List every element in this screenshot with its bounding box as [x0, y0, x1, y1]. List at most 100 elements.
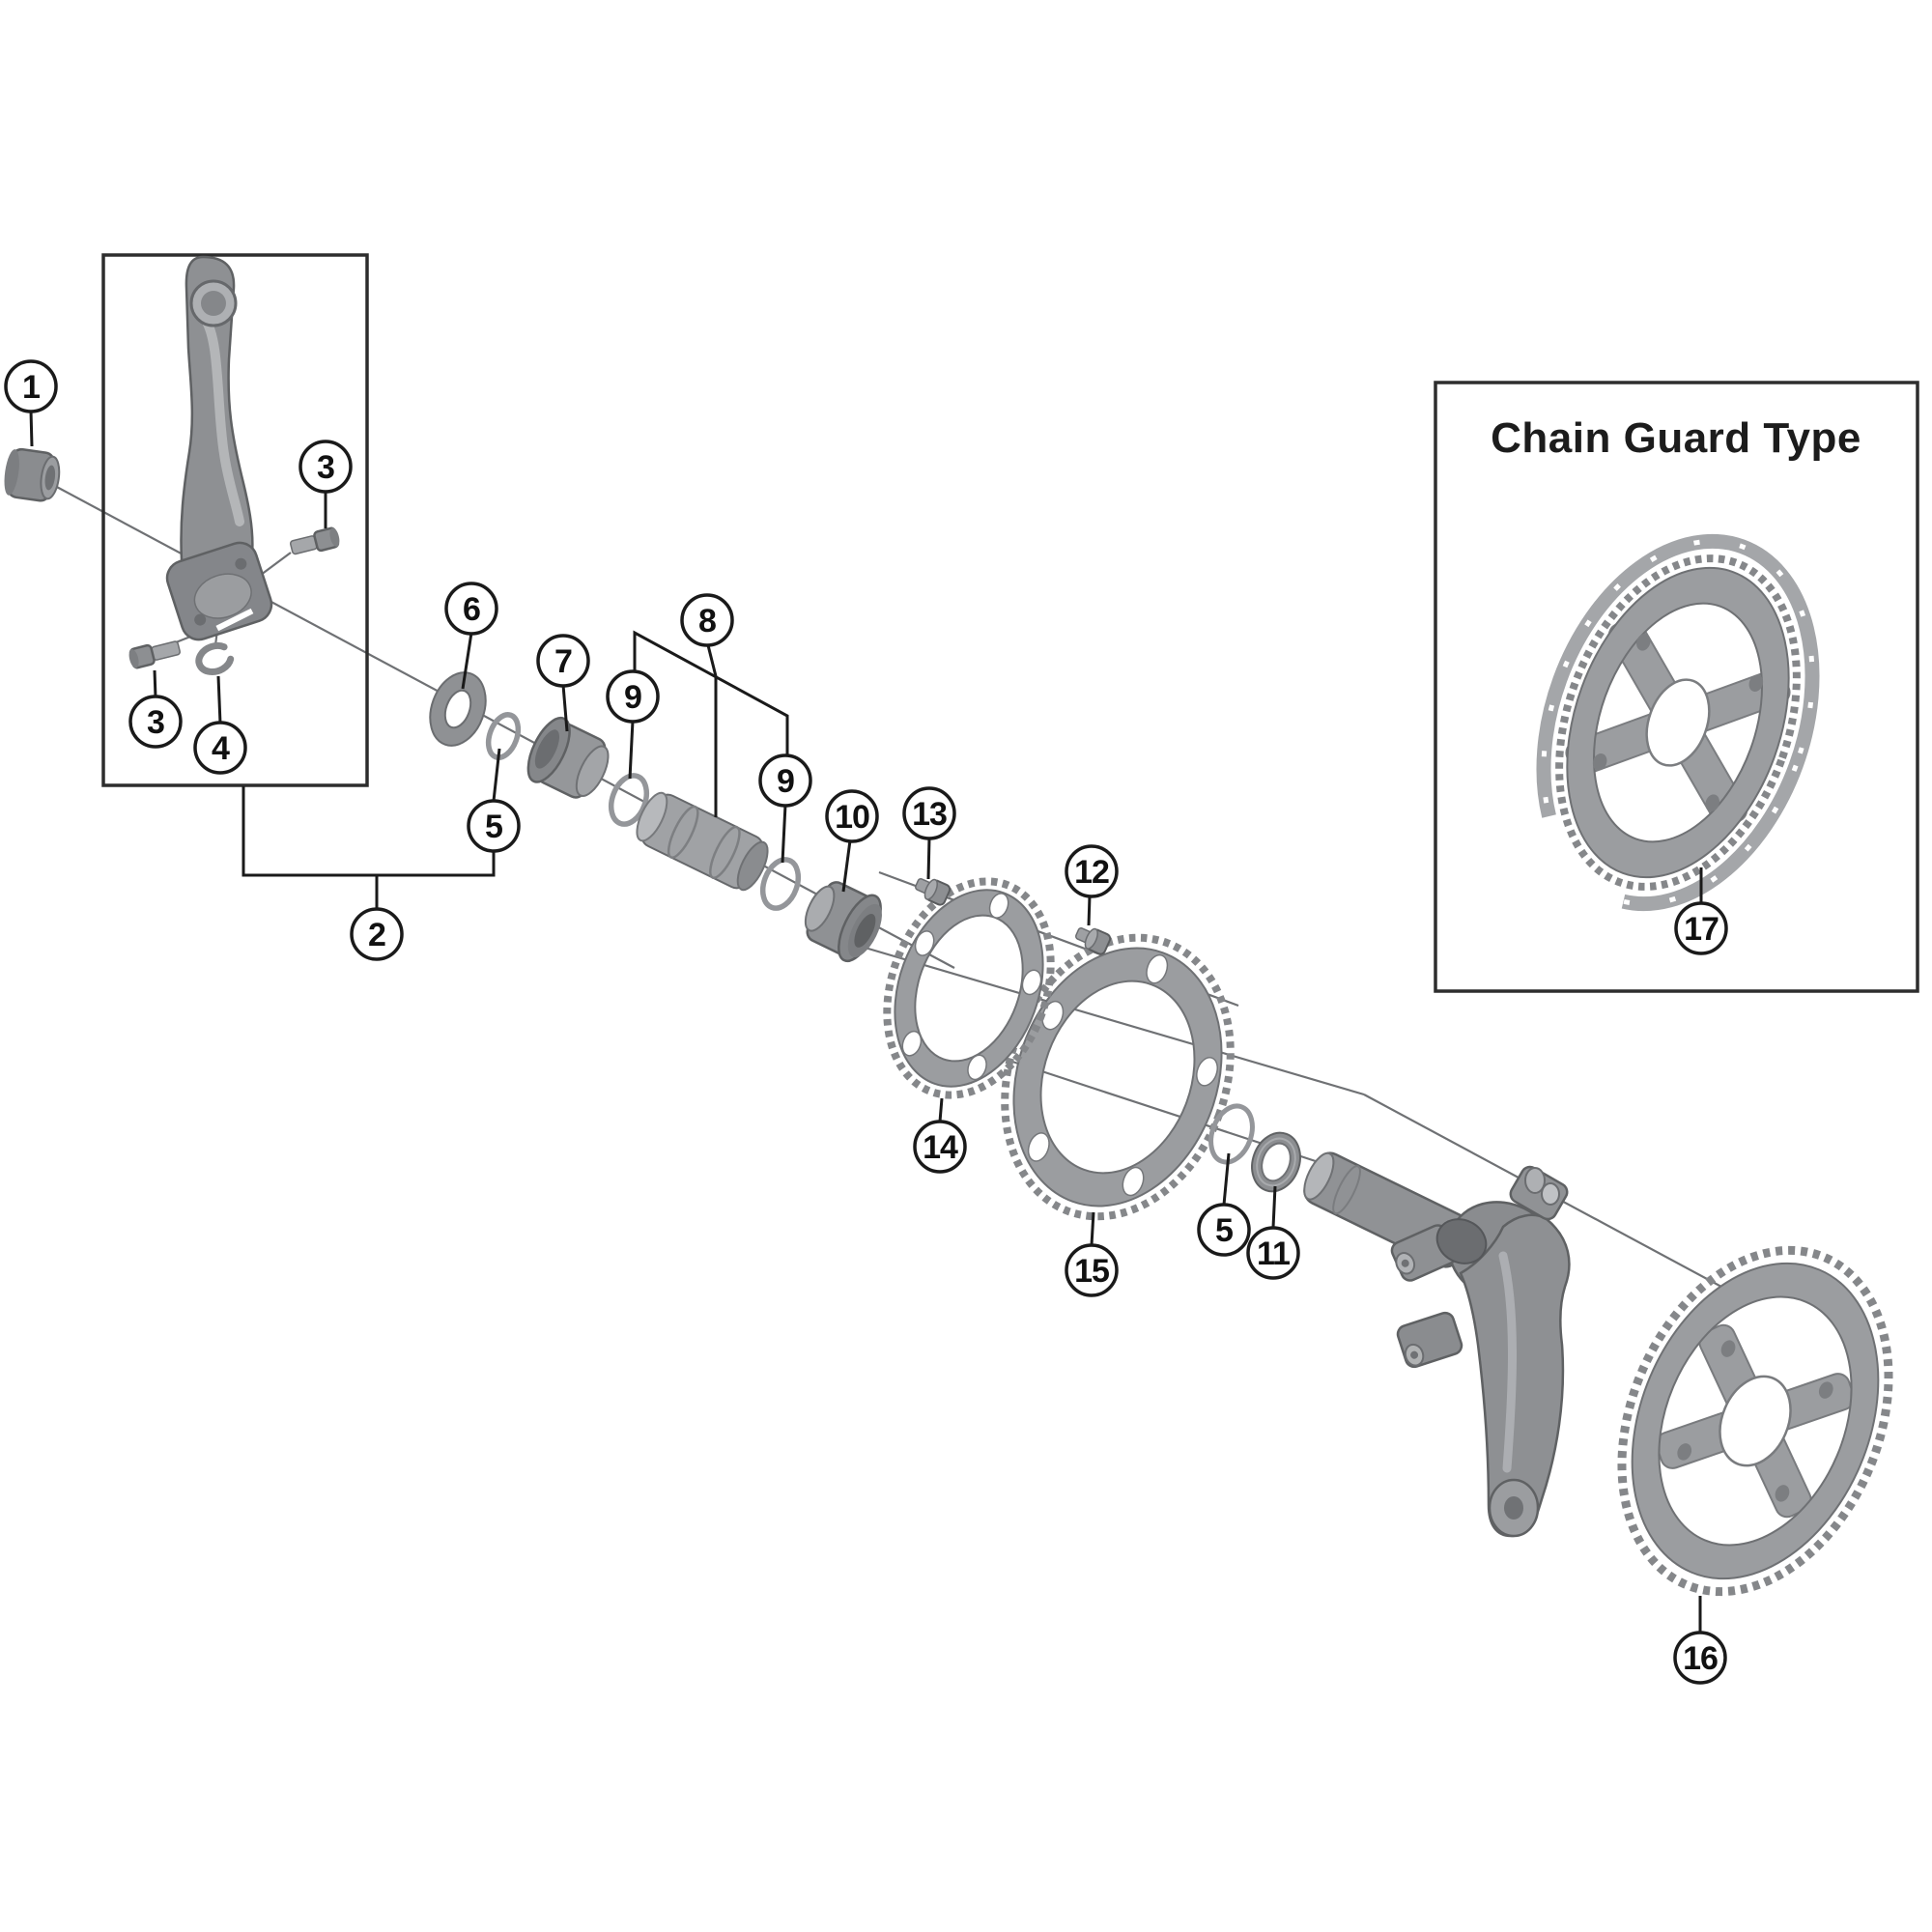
chainring-slot [1146, 953, 1169, 984]
axis-lines [52, 484, 1722, 1288]
pedal-boss-hole [1504, 1496, 1523, 1520]
bolt-shaft [289, 535, 318, 555]
chainring-slot [1021, 969, 1042, 996]
callout-15: 15 [1065, 1243, 1119, 1297]
leader-1 [29, 410, 34, 447]
callout-7: 7 [536, 634, 590, 688]
bracket-group-8-drop [706, 644, 718, 817]
callout-13: 13 [902, 786, 956, 840]
boss-eye-hole [1401, 1259, 1409, 1267]
callout-circle [902, 786, 956, 840]
circlip-ring [195, 641, 235, 675]
cap-flange [4, 449, 19, 496]
bolt-shaft [151, 640, 181, 661]
callout-circle [606, 669, 660, 724]
chainring-slot [901, 1030, 923, 1057]
spindle-socket [1435, 1218, 1488, 1264]
bolt-head-face [923, 878, 938, 900]
seal-ring-mid [1256, 1137, 1296, 1187]
chainring-bolt-13 [914, 878, 952, 906]
o-ring-shape [608, 773, 650, 827]
callout-9a: 9 [606, 669, 660, 724]
callout-number: 11 [1257, 1236, 1290, 1272]
callout-17: 17 [1674, 901, 1728, 955]
sleeve-collar [709, 825, 741, 880]
callout-1: 1 [4, 359, 58, 413]
pinch-bolt-hole [235, 557, 247, 570]
chainring-band [1566, 566, 1790, 879]
leader-9b [781, 804, 787, 864]
circlip [195, 641, 235, 675]
leader-11 [1271, 1185, 1277, 1229]
callout-circle [350, 907, 404, 961]
callout-number: 12 [1074, 854, 1109, 891]
chainring-slot [1122, 1166, 1145, 1197]
pinch-bolt-right [289, 526, 340, 555]
bolt-nub [1677, 1443, 1692, 1461]
cup-bore [854, 913, 876, 948]
callout-number: 7 [554, 643, 572, 680]
leader-12 [1087, 895, 1092, 926]
left-crank-arm-highlight [200, 314, 244, 526]
spindle-collar [1332, 1165, 1361, 1215]
leader-7 [561, 684, 569, 732]
bracket-group-2 [242, 786, 496, 877]
seal-ring-hole [1261, 1142, 1292, 1182]
callout-9b: 9 [758, 753, 812, 808]
callout-circle [1197, 1203, 1251, 1257]
callout-number: 9 [624, 679, 641, 716]
sleeve-end-right [736, 840, 769, 892]
callout-circle [128, 695, 183, 749]
bb-sleeve [636, 791, 769, 892]
bolt-nub [1720, 1340, 1736, 1357]
callout-circle [1673, 1631, 1727, 1685]
bolt-nub [1636, 633, 1651, 651]
callouts: 1 2 3 3 4 5 5 6 [4, 359, 1728, 1685]
callout-circle [536, 634, 590, 688]
callout-number: 3 [317, 449, 334, 486]
crank-arm-fixing-cap [4, 447, 61, 502]
callout-number: 4 [212, 730, 230, 767]
callout-8: 8 [680, 593, 734, 647]
o-ring-shape [485, 712, 522, 760]
chainring-slot [914, 930, 935, 956]
leader-15 [1090, 1211, 1095, 1246]
seal-ring [1251, 1131, 1301, 1193]
callout-circle [4, 359, 58, 413]
callout-16: 16 [1673, 1631, 1727, 1685]
leader-6 [461, 632, 473, 690]
callout-number: 2 [368, 917, 385, 953]
leader-14 [938, 1097, 944, 1122]
cup-bore [534, 729, 560, 769]
left-crank-arm [165, 255, 273, 641]
boss-eye-hole [1410, 1350, 1419, 1359]
o-ring-9-left [608, 773, 650, 827]
bolt-nub [1775, 1485, 1790, 1502]
callout-2: 2 [350, 907, 404, 961]
o-ring-shape [759, 857, 802, 911]
callout-number: 10 [835, 799, 869, 836]
bolt-nub [1705, 794, 1719, 812]
pedal-hole-inner [201, 291, 226, 316]
boss-block [1396, 1311, 1463, 1369]
chainring-large [1617, 1245, 1893, 1597]
cup-end [804, 885, 836, 932]
bb-cup-right [804, 881, 882, 963]
callout-number: 16 [1683, 1640, 1718, 1677]
leader-13 [926, 837, 931, 880]
callout-circle [1065, 1243, 1119, 1297]
group-brackets [242, 630, 789, 909]
chainring-slot [1027, 1132, 1050, 1162]
right-crank-arm-highlight [1498, 1251, 1517, 1473]
clamp-bolt-washer [1541, 1182, 1560, 1206]
cap-recess [44, 465, 56, 491]
chainring-slot [967, 1054, 987, 1081]
pinch-slot [215, 608, 254, 632]
chain-guard-ring [1536, 533, 1820, 912]
bolt-head-face [329, 527, 340, 547]
callout-3a: 3 [298, 440, 353, 494]
bolt-nub [1592, 753, 1607, 771]
callout-number: 1 [22, 369, 40, 406]
sleeve-end-left [636, 791, 668, 842]
